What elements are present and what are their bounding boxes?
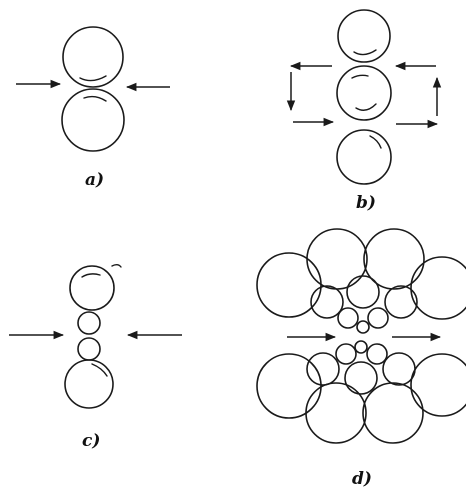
roll-b-middle-highlight-2 xyxy=(355,103,377,111)
panel-c: c) xyxy=(9,264,182,451)
roll-d-upper-inner-right xyxy=(367,307,389,329)
roll-c-top-backup xyxy=(69,265,115,311)
panel-d: d) xyxy=(256,228,466,489)
panel-label-d: d) xyxy=(352,469,372,489)
roll-a-bottom xyxy=(61,88,125,152)
roll-b-bottom-highlight xyxy=(369,135,382,149)
roll-d-upper-mid-right xyxy=(384,285,418,319)
roll-d-lower-mid-left xyxy=(306,352,340,386)
roll-b-top-highlight xyxy=(353,49,377,56)
roll-a-top-highlight xyxy=(79,75,107,82)
panel-a: a) xyxy=(16,26,170,190)
roll-d-lower-work xyxy=(354,340,368,354)
roll-d-upper-mid-center xyxy=(346,275,380,309)
roll-c-top-highlight-2 xyxy=(111,264,122,268)
roll-a-top xyxy=(62,26,124,88)
panel-b: b) xyxy=(286,9,442,213)
roll-d-lower-outer-right xyxy=(410,353,466,417)
roll-c-bottom-work xyxy=(77,337,101,361)
roll-d-lower-outer-bottom-right xyxy=(362,382,424,444)
panel-label-a: a) xyxy=(85,170,104,190)
panel-label-c: c) xyxy=(82,431,100,451)
roll-b-middle-highlight-1 xyxy=(351,74,369,79)
roll-d-lower-outer-left xyxy=(256,353,322,419)
roll-b-bottom xyxy=(336,129,392,185)
roll-c-bottom-highlight xyxy=(91,363,108,377)
roll-d-upper-mid-left xyxy=(310,285,344,319)
roll-c-top-work xyxy=(77,311,101,335)
roll-d-lower-mid-center xyxy=(344,361,378,395)
roll-d-upper-inner-left xyxy=(337,307,359,329)
roll-d-lower-inner-right xyxy=(366,343,388,365)
roll-b-middle xyxy=(336,65,392,121)
roll-d-upper-outer-top-left xyxy=(306,228,368,290)
roll-d-lower-outer-bottom-left xyxy=(305,382,367,444)
roll-a-bottom-highlight xyxy=(83,95,107,102)
roll-d-upper-work xyxy=(356,320,370,334)
roll-b-top xyxy=(337,9,391,63)
roll-c-bottom-backup xyxy=(64,359,114,409)
roll-d-lower-mid-right xyxy=(382,352,416,386)
roll-d-upper-outer-top-right xyxy=(363,228,425,290)
roll-d-lower-inner-left xyxy=(335,343,357,365)
roll-d-upper-outer-right xyxy=(410,256,466,320)
roll-c-top-highlight-1 xyxy=(81,273,101,278)
panel-label-b: b) xyxy=(356,193,376,213)
